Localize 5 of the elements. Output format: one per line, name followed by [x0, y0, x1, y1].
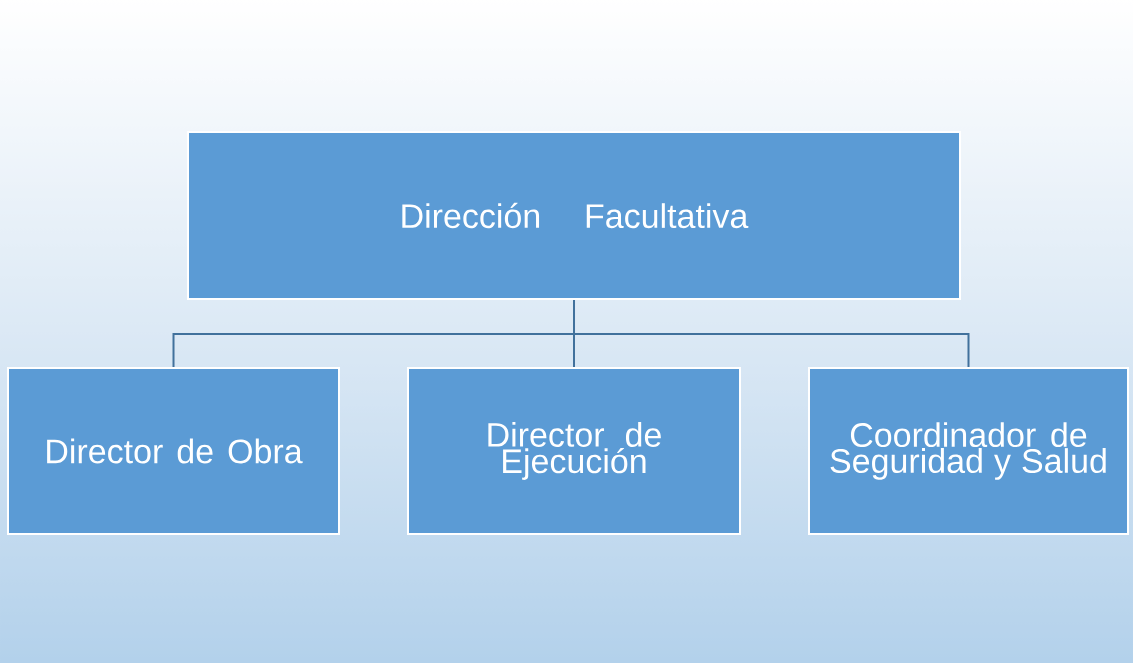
org-box: Director de Obra — [7, 367, 340, 535]
org-box: Director de Ejecución — [407, 367, 741, 535]
org-box: Coordinador de Seguridad y Salud — [808, 367, 1129, 535]
org-box: Dirección Facultativa — [187, 131, 961, 300]
connector-line — [573, 299, 970, 368]
